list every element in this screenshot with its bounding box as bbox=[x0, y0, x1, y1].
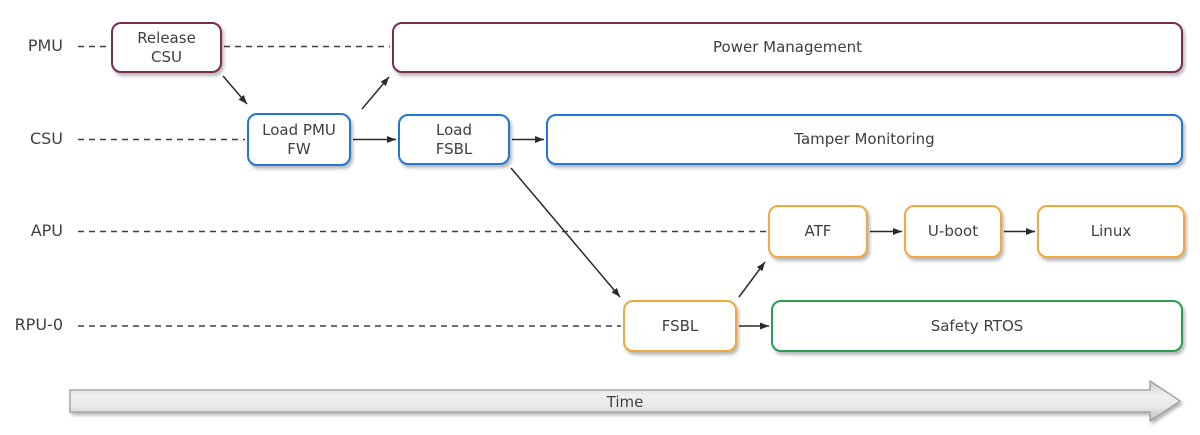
node-safety-rtos: Safety RTOS bbox=[771, 300, 1183, 352]
node-load-fsbl: Load FSBL bbox=[398, 114, 510, 165]
node-release-csu: Release CSU bbox=[111, 22, 222, 73]
node-atf: ATF bbox=[768, 205, 868, 258]
arrow-load-fsbl-to-fsbl bbox=[510, 167, 621, 298]
node-load-pmu-fw: Load PMU FW bbox=[247, 113, 351, 166]
node-tamper-monitoring: Tamper Monitoring bbox=[546, 114, 1183, 165]
lane-label-csu: CSU bbox=[29, 129, 63, 148]
arrow-fsbl-to-atf bbox=[738, 261, 766, 298]
arrow-release-csu-to-load-pmu-fw bbox=[222, 75, 248, 105]
node-u-boot: U-boot bbox=[904, 205, 1002, 258]
time-axis-arrow bbox=[69, 379, 1182, 423]
node-fsbl: FSBL bbox=[623, 300, 737, 352]
lane-label-rpu0: RPU-0 bbox=[14, 315, 63, 334]
time-axis-label: Time bbox=[606, 393, 644, 411]
lane-label-apu: APU bbox=[30, 221, 63, 240]
arrow-load-pmu-fw-to-power-mgmt bbox=[361, 76, 390, 110]
node-power-management: Power Management bbox=[392, 22, 1183, 73]
node-linux: Linux bbox=[1037, 205, 1185, 258]
lane-label-pmu: PMU bbox=[27, 36, 63, 55]
